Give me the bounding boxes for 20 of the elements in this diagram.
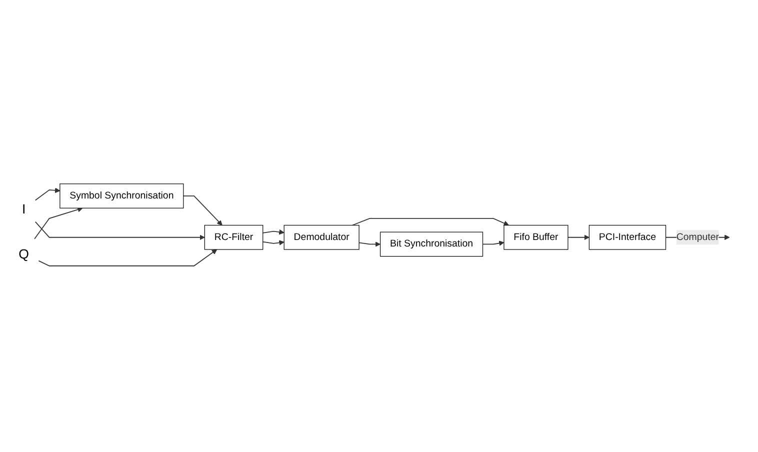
node-box: Fifo Buffer [504,224,568,250]
arrow [358,241,381,247]
edge-label: Computer [676,232,720,242]
arrow [262,229,284,234]
node-box: Demodulator [284,224,360,250]
arrow [568,234,590,240]
node-box: Bit Synchronisation [380,232,484,256]
node-text: Q [18,246,30,262]
arrow [34,206,83,240]
arrow [38,249,218,266]
arrow [262,240,284,246]
arrow [34,221,205,240]
node-text: I [22,201,26,216]
arrow [183,195,222,226]
arrow [34,188,60,200]
arrow [482,240,504,246]
node-box: PCI-Interface [588,224,666,250]
node-box: Symbol Synchronisation [60,183,184,208]
node-box: RC-Filter [204,224,264,250]
arrow [352,218,509,226]
